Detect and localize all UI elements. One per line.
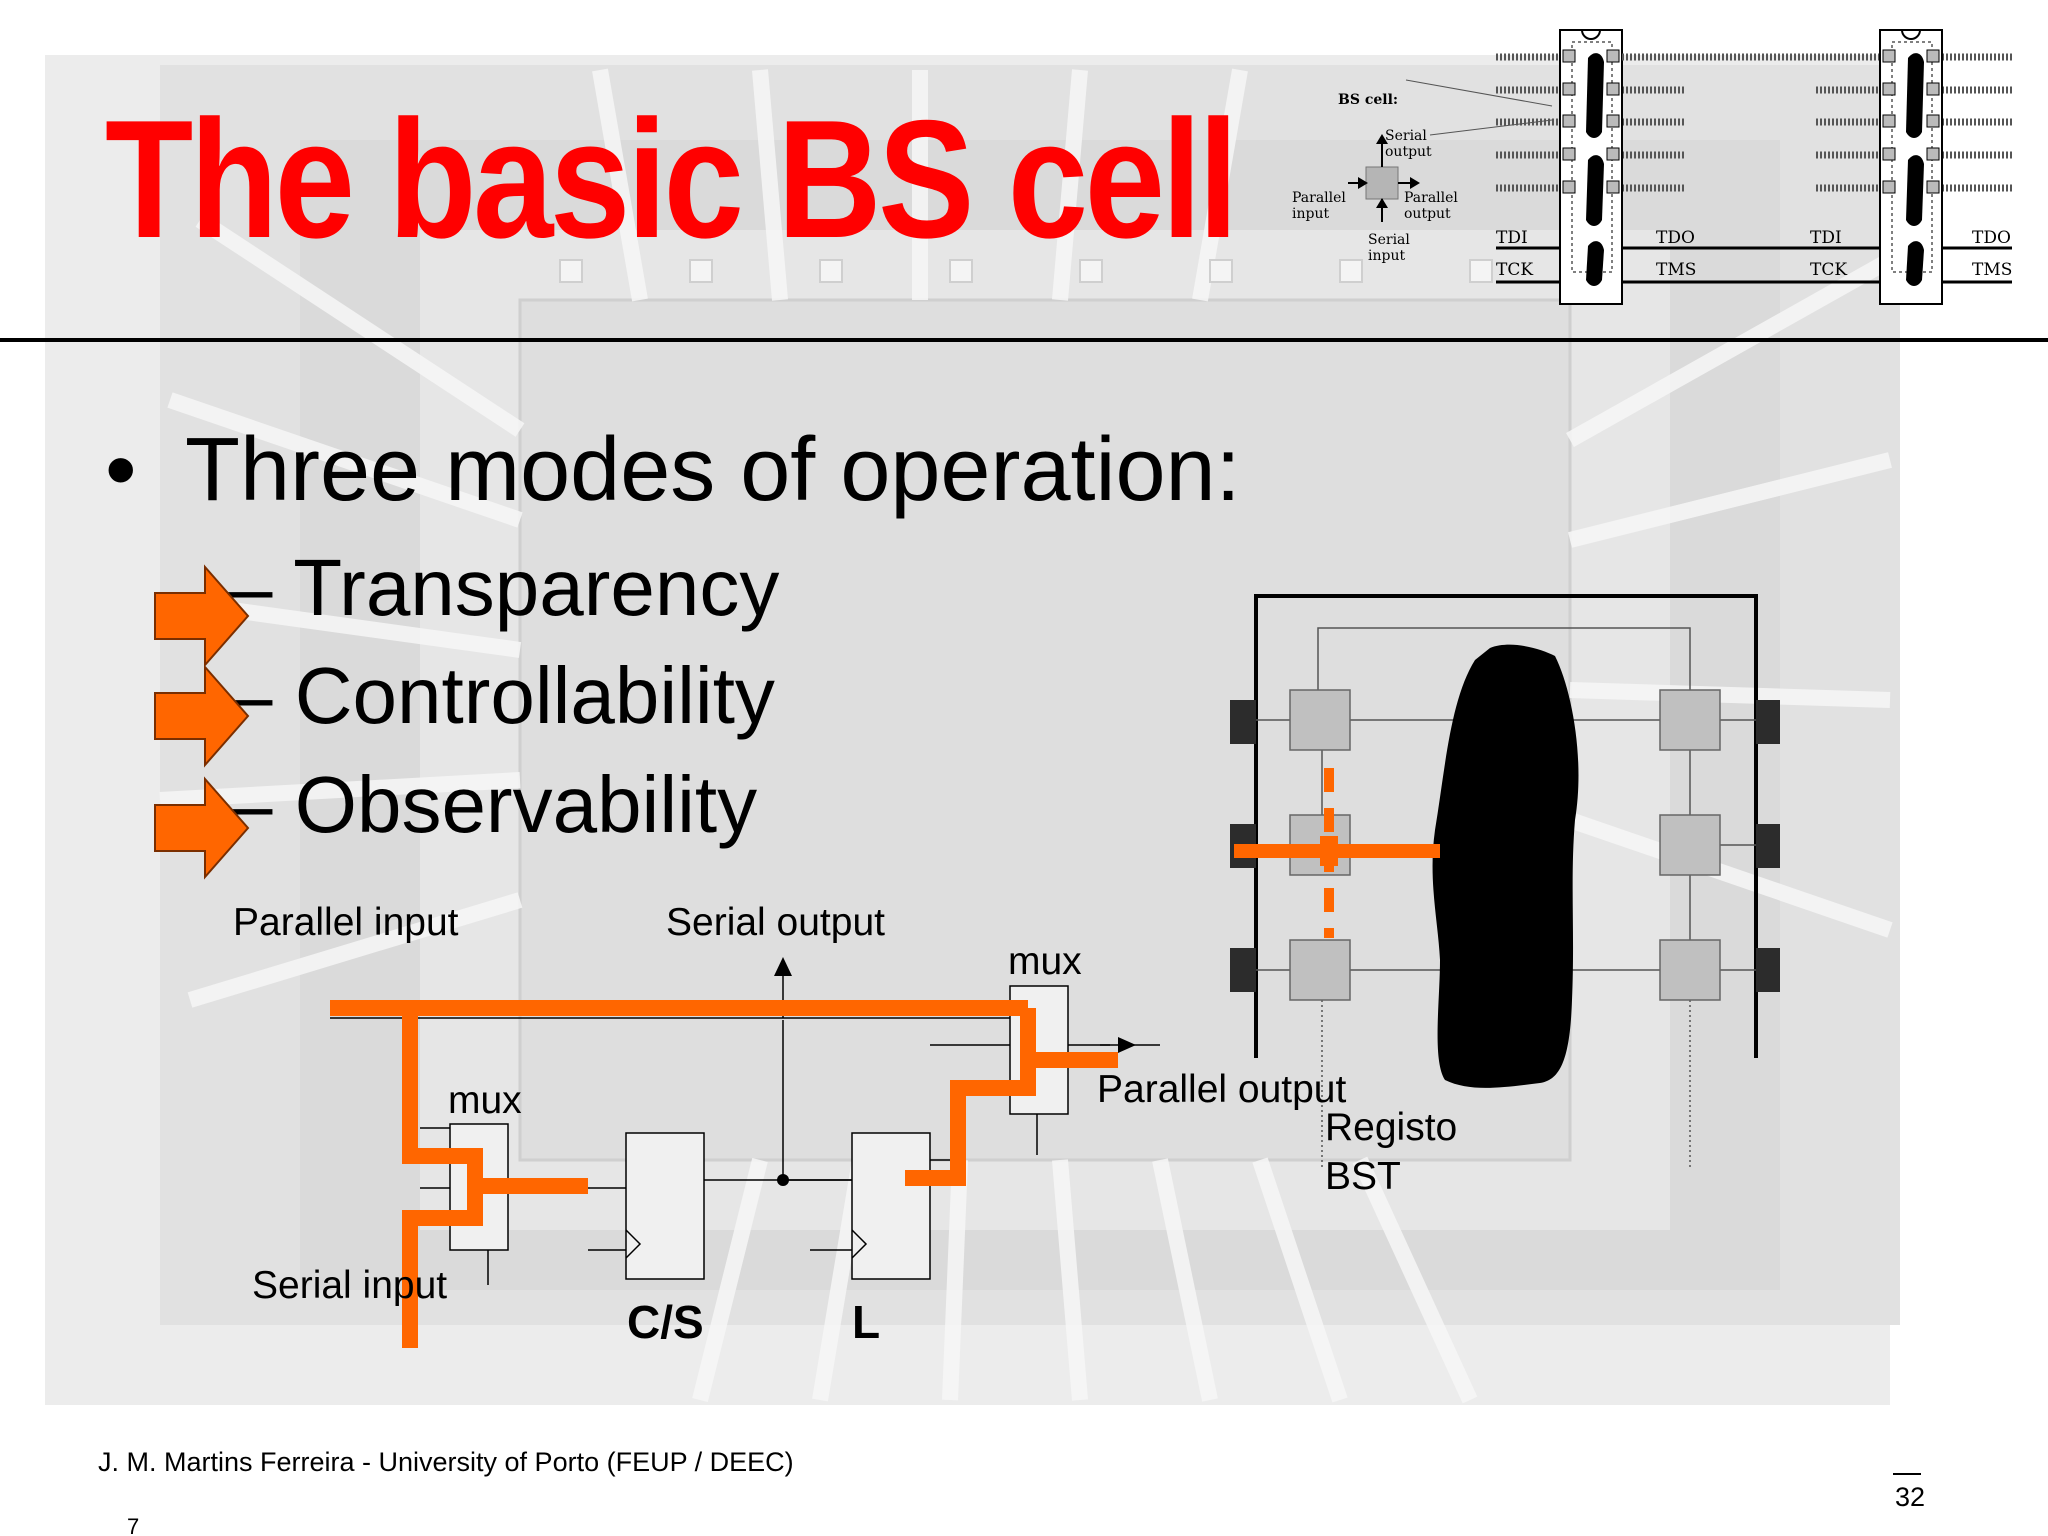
inset-chip-1 [1496, 29, 1880, 305]
inset-parallel-input: Parallel input [1292, 190, 1346, 223]
label-parallel-output: Parallel output [1097, 1068, 1347, 1111]
page-number: 32 [1895, 1482, 1926, 1512]
bullet-dot: • [105, 420, 137, 520]
mode-transparency: – Transparency [228, 543, 780, 632]
core-logic-blob [1432, 644, 1579, 1088]
inset-chip2-tdi: TDI [1810, 228, 1842, 248]
inset-chip2-tck: TCK [1810, 260, 1848, 280]
arrow-icon [154, 664, 250, 768]
bullet-heading: •Three modes of operation: [105, 425, 1241, 515]
inset-parallel-output: Parallel output [1404, 190, 1458, 223]
inset-bs-cell-label: BS cell: [1338, 92, 1399, 108]
inset-chip2-tdo: TDO [1972, 228, 2011, 248]
serial-output-arrow-icon [774, 957, 792, 976]
label-registo: Registo [1325, 1106, 1458, 1149]
inset-chip2-tms: TMS [1972, 260, 2013, 280]
mode-controllability: – Controllability [228, 651, 775, 740]
label-serial-input: Serial input [252, 1264, 448, 1307]
inset-chip-2 [1622, 29, 2012, 305]
label-cs: C/S [627, 1296, 704, 1348]
label-bst: BST [1325, 1155, 1401, 1198]
mode-observability: – Observability [228, 760, 758, 849]
inset-serial-input: Serial input [1368, 232, 1410, 265]
footer-author: J. M. Martins Ferreira - University of P… [98, 1447, 794, 1477]
bs-cell-sketch [1348, 79, 1553, 222]
label-serial-output: Serial output [666, 901, 885, 944]
inset-chip1-tck: TCK [1496, 260, 1534, 280]
label-mux-input: mux [448, 1079, 522, 1122]
title-divider [0, 338, 2048, 342]
inset-chip1-tdi: TDI [1496, 228, 1528, 248]
label-mux-output: mux [1008, 940, 1082, 983]
capture-shift-flipflop [625, 1132, 705, 1280]
slide-index: 7 [127, 1514, 140, 1536]
inset-serial-output: Serial output [1385, 128, 1432, 161]
inset-chip1-tdo: TDO [1656, 228, 1695, 248]
inset-chip1-tms: TMS [1656, 260, 1697, 280]
label-parallel-input: Parallel input [233, 901, 459, 944]
label-l: L [852, 1296, 881, 1348]
arrow-icon [154, 776, 250, 880]
slide-title: The basic BS cell [105, 85, 1238, 273]
cell-highlight-paths [330, 1000, 1118, 1348]
arrow-icon [154, 564, 250, 668]
page-number-bar [1893, 1473, 1921, 1475]
bullet-text: Three modes of operation: [185, 420, 1241, 520]
register-cells [1289, 689, 1721, 1001]
latch-flipflop [851, 1132, 931, 1280]
